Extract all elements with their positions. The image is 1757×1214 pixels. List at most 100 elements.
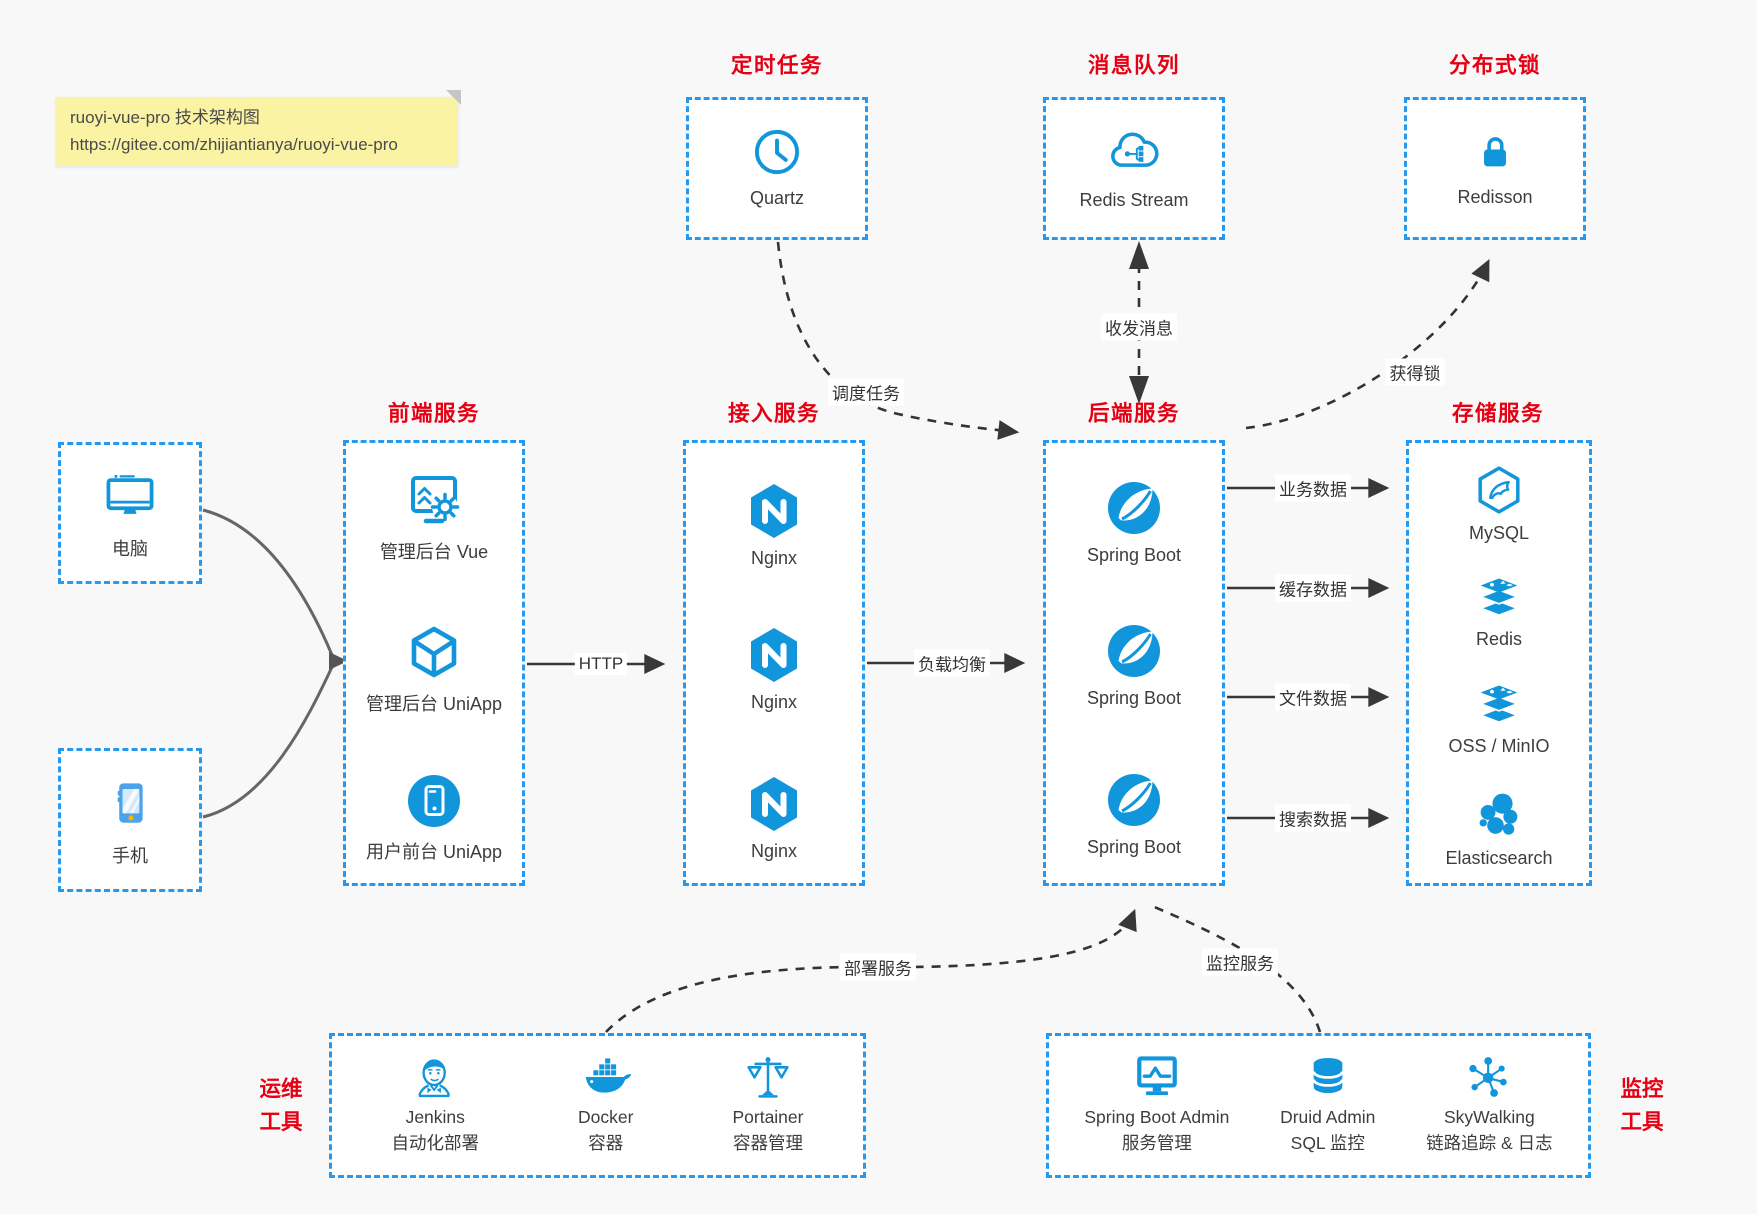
- skywalking-icon: [1462, 1050, 1516, 1104]
- ops-tools-title: 运维 工具: [245, 1073, 317, 1140]
- node-label-desktop: 电脑: [112, 538, 148, 559]
- node-label: 用户前台 UniApp: [365, 842, 503, 862]
- elasticsearch-icon: [1471, 787, 1527, 843]
- node-user-uniapp: 用户前台 UniApp: [346, 769, 522, 864]
- admin-web-icon: [402, 469, 466, 533]
- edge-label-load-balance: 负载均衡: [914, 649, 990, 677]
- node-elasticsearch: Elasticsearch: [1409, 787, 1589, 869]
- node-label-phone: 手机: [112, 845, 148, 866]
- node-label: Spring Boot: [1086, 688, 1182, 708]
- node-label: OSS / MinIO: [1448, 736, 1550, 756]
- note-url: https://gitee.com/zhijiantianya/ruoyi-vu…: [70, 135, 398, 155]
- oss-minio-icon: [1471, 675, 1527, 731]
- node-label: MySQL: [1468, 523, 1529, 543]
- ops-title-line2: 工具: [259, 1110, 303, 1135]
- section-title-scheduled-tasks: 定时任务: [730, 53, 824, 78]
- edge-label-business-data: 业务数据: [1275, 474, 1351, 502]
- node-skywalking: SkyWalking 链路追踪 & 日志: [1426, 1050, 1553, 1155]
- node-redis: Redis: [1409, 568, 1589, 650]
- tool-label: Portainer: [732, 1107, 804, 1127]
- portainer-icon: [741, 1050, 795, 1104]
- edge-label-http: HTTP: [574, 653, 628, 675]
- monitor-tools-box: Spring Boot Admin 服务管理 Druid Admin SQL 监…: [1046, 1033, 1591, 1178]
- node-label: Elasticsearch: [1445, 848, 1553, 868]
- storage-services-box: MySQL Redis OSS / MinIO Elasticsearch: [1406, 440, 1592, 886]
- uniapp-cube-icon: [402, 621, 466, 685]
- tool-sublabel: 容器管理: [732, 1132, 803, 1153]
- section-title-distributed-lock: 分布式锁: [1448, 53, 1542, 78]
- node-label: 管理后台 UniApp: [365, 694, 503, 714]
- node-spring-boot-2: Spring Boot: [1046, 619, 1222, 709]
- mobile-app-icon: [402, 769, 466, 833]
- cloud-stream-icon: [1104, 122, 1164, 182]
- monitor-title-line1: 监控: [1620, 1077, 1664, 1101]
- tool-sublabel: SQL 监控: [1290, 1132, 1365, 1153]
- node-oss-minio: OSS / MinIO: [1409, 675, 1589, 757]
- nginx-icon: [742, 479, 806, 543]
- edge-label-deploy-service: 部署服务: [840, 953, 916, 981]
- redis-icon: [1471, 568, 1527, 624]
- node-label: Nginx: [750, 692, 798, 712]
- monitor-title-line2: 工具: [1620, 1110, 1664, 1135]
- jenkins-icon: [408, 1050, 462, 1104]
- docker-icon: [579, 1050, 633, 1104]
- spring-boot-icon: [1102, 476, 1166, 540]
- node-spring-boot-1: Spring Boot: [1046, 476, 1222, 566]
- section-title-storage: 存储服务: [1451, 401, 1545, 426]
- node-label: Redis: [1475, 629, 1523, 649]
- node-nginx-2: Nginx: [686, 623, 862, 713]
- spring-boot-icon: [1102, 619, 1166, 683]
- section-title-backend: 后端服务: [1087, 401, 1181, 426]
- node-label: 管理后台 Vue: [379, 542, 489, 562]
- node-docker: Docker 容器: [578, 1050, 633, 1155]
- section-title-frontend: 前端服务: [387, 401, 481, 426]
- frontend-services-box: 管理后台 Vue 管理后台 UniApp 用户前台 UniApp: [343, 440, 525, 886]
- node-spring-boot-admin: Spring Boot Admin 服务管理: [1084, 1050, 1229, 1155]
- node-portainer: Portainer 容器管理: [732, 1050, 803, 1155]
- tool-sublabel: 容器: [588, 1132, 624, 1153]
- desktop-client-box: 电脑: [58, 442, 202, 584]
- ops-tools-box: Jenkins 自动化部署 Docker 容器 Portainer 容器管理: [329, 1033, 866, 1178]
- tool-label: SkyWalking: [1444, 1107, 1535, 1127]
- node-label: Spring Boot: [1086, 837, 1182, 857]
- note-title: ruoyi-vue-pro 技术架构图: [70, 108, 260, 127]
- section-title-message-queue: 消息队列: [1087, 53, 1181, 78]
- spring-boot-icon: [1102, 768, 1166, 832]
- node-label-quartz: Quartz: [749, 188, 805, 208]
- node-admin-vue: 管理后台 Vue: [346, 469, 522, 564]
- node-label-redisson: Redisson: [1457, 187, 1533, 207]
- edge-label-send-receive-message: 收发消息: [1101, 313, 1177, 341]
- edge-label-file-data: 文件数据: [1275, 683, 1351, 711]
- node-label: Nginx: [750, 841, 798, 861]
- node-druid-admin: Druid Admin SQL 监控: [1280, 1050, 1375, 1155]
- mysql-icon: [1471, 462, 1527, 518]
- edge-label-acquire-lock: 获得锁: [1385, 358, 1445, 386]
- node-nginx-3: Nginx: [686, 772, 862, 862]
- backend-services-box: Spring Boot Spring Boot Spring Boot: [1043, 440, 1225, 886]
- node-label: Spring Boot: [1086, 545, 1182, 565]
- tool-sublabel: 链路追踪 & 日志: [1426, 1132, 1553, 1153]
- edge-label-cache-data: 缓存数据: [1275, 574, 1351, 602]
- tool-sublabel: 自动化部署: [391, 1132, 480, 1153]
- section-title-gateway: 接入服务: [727, 401, 821, 426]
- nginx-icon: [742, 772, 806, 836]
- node-admin-uniapp: 管理后台 UniApp: [346, 621, 522, 716]
- edge-label-search-data: 搜索数据: [1275, 804, 1351, 832]
- ops-title-line1: 运维: [259, 1077, 303, 1101]
- gateway-services-box: Nginx Nginx Nginx: [683, 440, 865, 886]
- redis-stream-box: Redis Stream: [1043, 97, 1225, 240]
- sticky-note: ruoyi-vue-pro 技术架构图 https://gitee.com/zh…: [56, 89, 461, 167]
- druid-icon: [1301, 1050, 1355, 1104]
- nginx-icon: [742, 623, 806, 687]
- node-jenkins: Jenkins 自动化部署: [391, 1050, 480, 1155]
- desktop-icon: [100, 466, 160, 526]
- node-mysql: MySQL: [1409, 462, 1589, 544]
- tool-label: Docker: [578, 1107, 634, 1127]
- lock-icon: [1468, 125, 1522, 179]
- spring-boot-admin-icon: [1130, 1050, 1184, 1104]
- phone-client-box: 手机: [58, 748, 202, 892]
- smartphone-icon: [100, 773, 160, 833]
- tool-label: Spring Boot Admin: [1084, 1107, 1230, 1127]
- tool-label: Druid Admin: [1280, 1107, 1376, 1127]
